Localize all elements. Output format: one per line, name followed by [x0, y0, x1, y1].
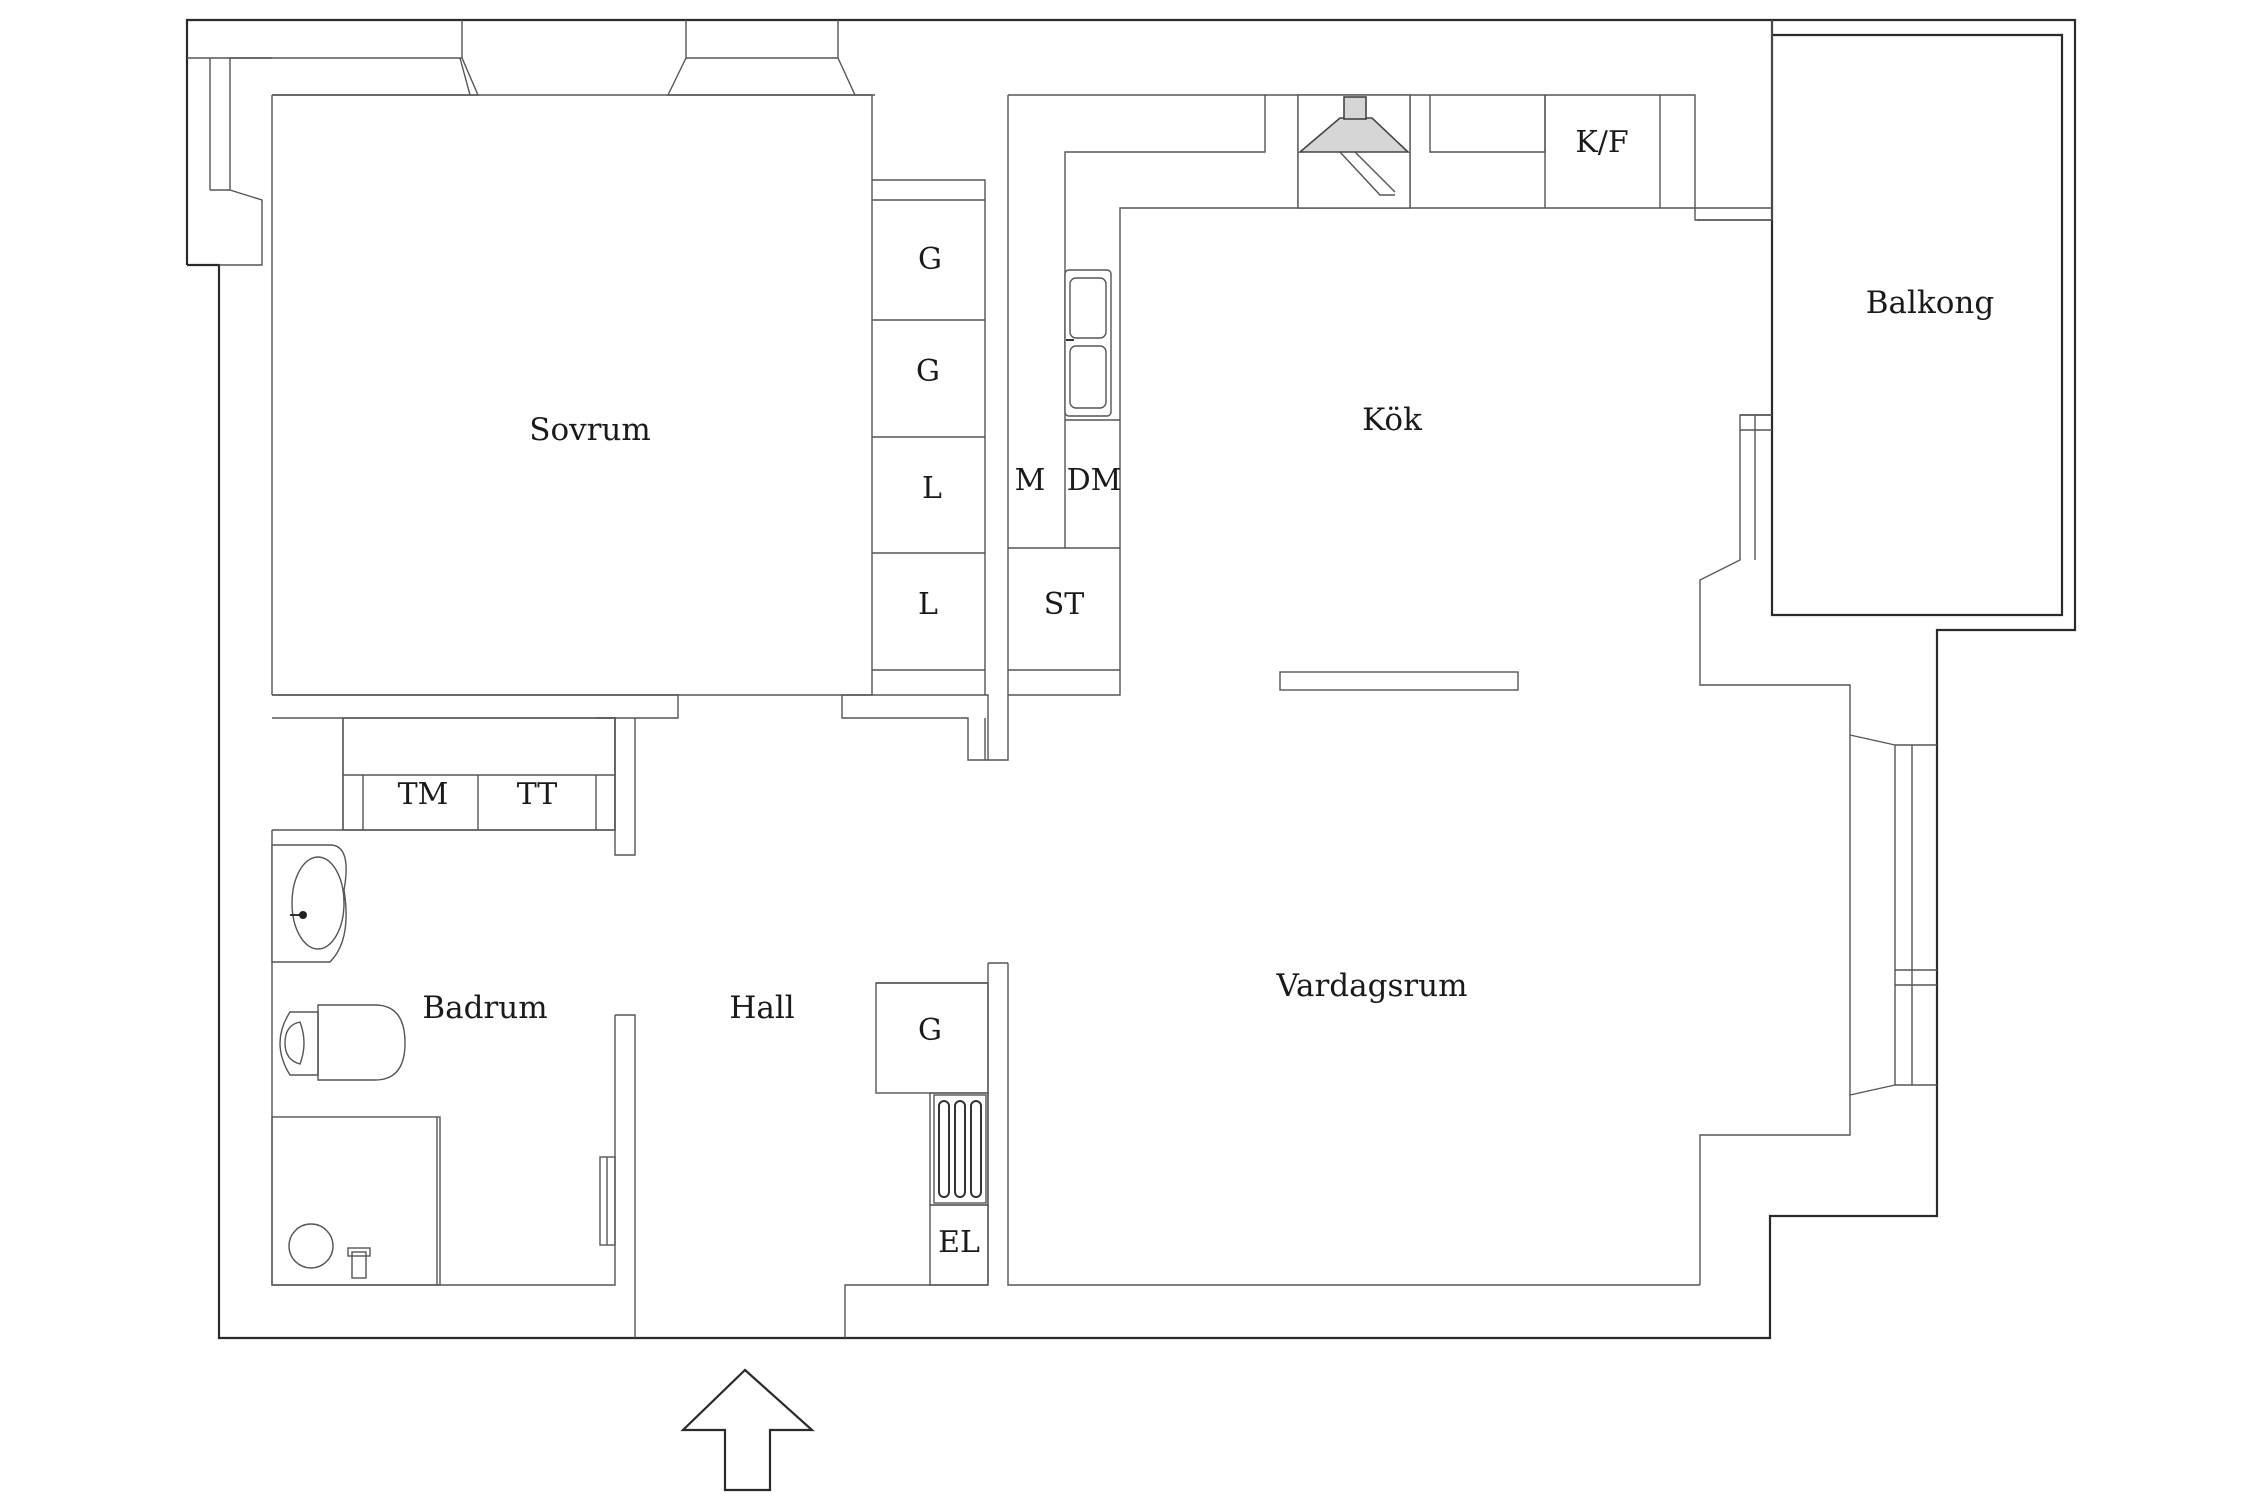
fixture-label-hall-g: G	[918, 1013, 942, 1048]
kitchen-counters	[988, 94, 1772, 761]
room-label-vardagsrum: Vardagsrum	[1275, 968, 1467, 1004]
fixture-label-tt: TT	[517, 777, 558, 812]
room-label-balkong: Balkong	[1866, 285, 1994, 321]
radiator-icon	[933, 1094, 987, 1204]
sink-icon	[271, 844, 347, 963]
room-label-badrum: Badrum	[422, 990, 547, 1026]
room-label-hall: Hall	[729, 990, 794, 1026]
shower-icon	[271, 1116, 441, 1286]
entrance-arrow-icon	[680, 1368, 815, 1492]
exterior-walls	[185, 18, 2077, 1340]
kitchen-bar	[1279, 671, 1519, 691]
fixture-label-dm: DM	[1067, 463, 1122, 498]
living-room-walls	[988, 962, 1700, 1286]
kitchen-right-wall	[1699, 414, 1937, 1285]
hall-walls	[271, 830, 930, 1338]
fixture-label-g1: G	[918, 242, 942, 277]
hall-storage	[875, 963, 989, 1286]
toilet-icon	[279, 1004, 406, 1081]
range-hood-icon	[1297, 94, 1411, 209]
fixture-label-l1: L	[922, 471, 942, 506]
bedroom-wardrobes	[872, 179, 986, 760]
fixture-label-tm: TM	[398, 777, 449, 812]
laundry-units	[272, 717, 636, 856]
fixture-label-l2: L	[918, 587, 938, 622]
fixture-label-m: M	[1015, 463, 1046, 498]
fixture-label-el: EL	[938, 1225, 980, 1260]
room-label-kok: Kök	[1362, 402, 1422, 438]
fixture-label-st: ST	[1044, 587, 1085, 622]
fixture-label-g2: G	[916, 354, 940, 389]
kitchen-sink-icon	[1064, 269, 1112, 417]
fixture-label-kf: K/F	[1575, 125, 1628, 160]
room-label-sovrum: Sovrum	[529, 412, 651, 448]
